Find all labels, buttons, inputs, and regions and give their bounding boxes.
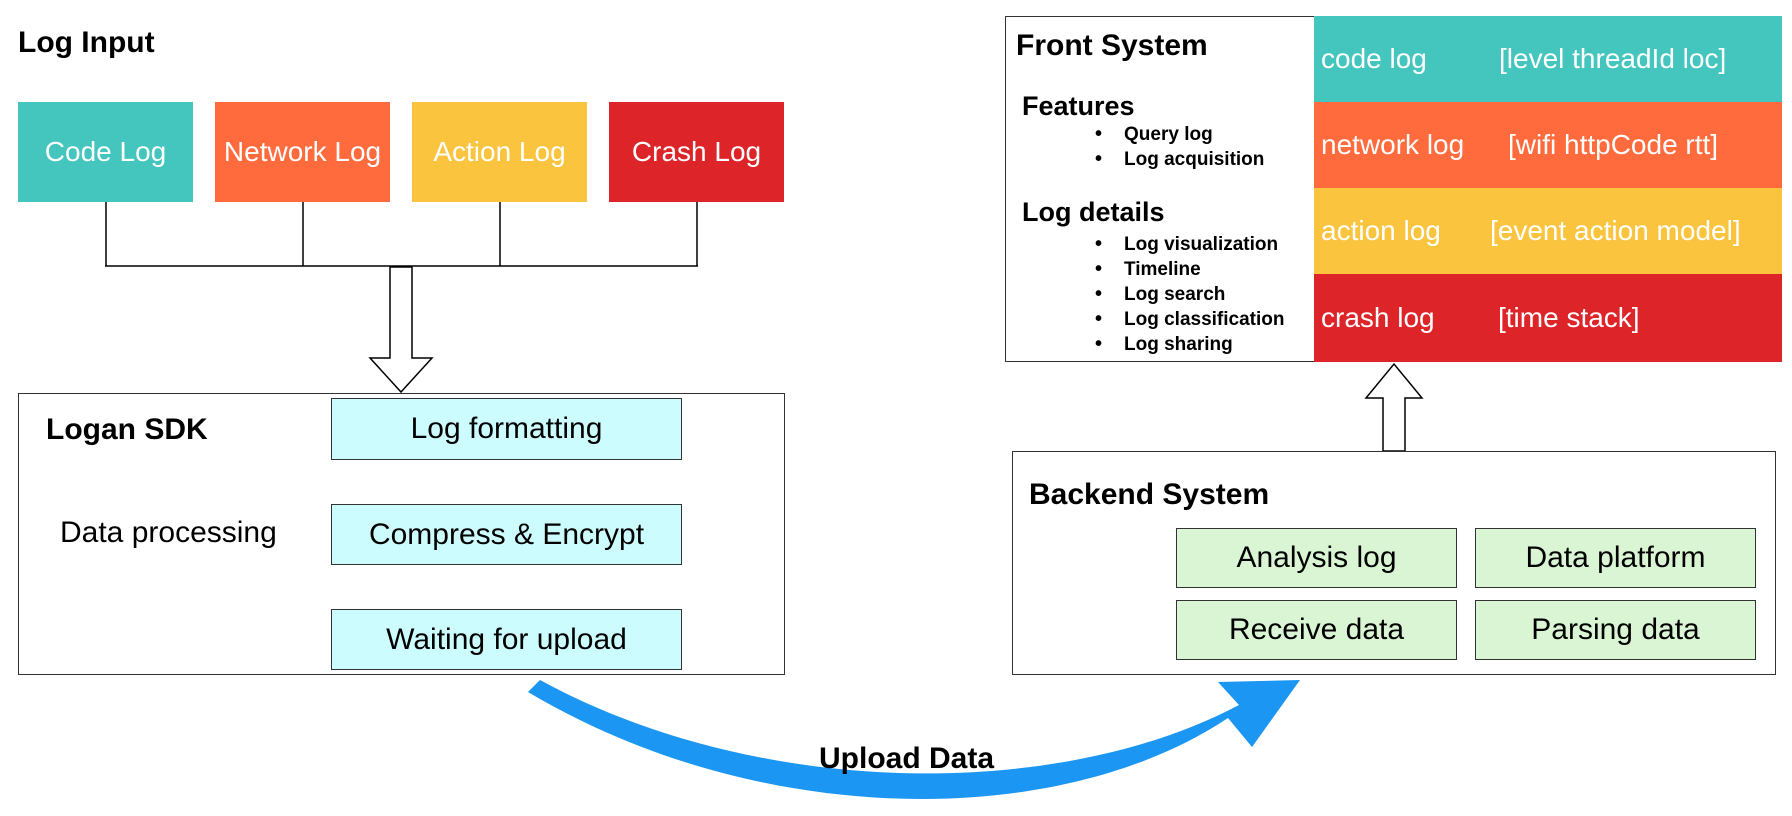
compress-encrypt-step: Compress & Encrypt xyxy=(331,504,682,565)
list-item: Log search xyxy=(1088,282,1284,307)
action-log-type: action log xyxy=(1321,215,1441,246)
data-processing-label: Data processing xyxy=(60,516,277,549)
receive-data-label: Receive data xyxy=(1228,613,1405,646)
network-log-fields: [wifi httpCode rtt] xyxy=(1508,129,1719,160)
crash-log-type: crash log xyxy=(1321,302,1435,333)
list-item: Log sharing xyxy=(1088,332,1284,357)
log-details-list: Log visualization Timeline Log search Lo… xyxy=(1088,232,1284,357)
compress-encrypt-label: Compress & Encrypt xyxy=(368,517,645,551)
action-log-row: action log [event action model] xyxy=(1314,188,1782,274)
network-log-type: network log xyxy=(1321,129,1465,160)
log-details-heading: Log details xyxy=(1022,197,1165,227)
front-system-title: Front System xyxy=(1016,29,1208,62)
list-item: Log acquisition xyxy=(1088,147,1264,172)
list-item: Log visualization xyxy=(1088,232,1284,257)
receive-data-box: Receive data xyxy=(1176,600,1457,660)
data-platform-label: Data platform xyxy=(1525,541,1706,574)
upload-arrow xyxy=(528,680,1300,800)
network-log-row: network log [wifi httpCode rtt] xyxy=(1314,102,1782,188)
code-log-fields: [level threadId loc] xyxy=(1499,43,1727,74)
upload-data-label: Upload Data xyxy=(819,742,995,775)
hollow-up-arrow xyxy=(1364,362,1424,452)
waiting-upload-label: Waiting for upload xyxy=(386,622,627,656)
log-formatting-step: Log formatting xyxy=(331,398,682,460)
code-log-box: Code Log xyxy=(18,102,193,202)
log-formatting-label: Log formatting xyxy=(410,412,603,445)
network-log-box: Network Log xyxy=(215,102,390,202)
action-log-box: Action Log xyxy=(412,102,587,202)
list-item: Timeline xyxy=(1088,257,1284,282)
log-input-title: Log Input xyxy=(18,26,155,59)
crash-log-box: Crash Log xyxy=(609,102,784,202)
network-log-label: Network Log xyxy=(223,136,382,167)
code-log-label: Code Log xyxy=(44,136,167,167)
action-log-fields: [event action model] xyxy=(1490,215,1741,246)
parsing-data-box: Parsing data xyxy=(1475,600,1756,660)
parsing-data-label: Parsing data xyxy=(1531,613,1700,646)
analysis-log-label: Analysis log xyxy=(1236,541,1397,574)
code-log-row: code log [level threadId loc] xyxy=(1314,16,1782,102)
logan-sdk-title: Logan SDK xyxy=(46,413,208,446)
features-list: Query log Log acquisition xyxy=(1088,122,1264,172)
action-log-label: Action Log xyxy=(433,136,566,167)
waiting-upload-step: Waiting for upload xyxy=(331,609,682,670)
code-log-type: code log xyxy=(1321,43,1427,74)
backend-system-title: Backend System xyxy=(1029,478,1270,511)
data-platform-box: Data platform xyxy=(1475,528,1756,588)
features-heading: Features xyxy=(1022,91,1135,121)
crash-log-label: Crash Log xyxy=(631,136,762,167)
list-item: Log classification xyxy=(1088,307,1284,332)
analysis-log-box: Analysis log xyxy=(1176,528,1457,588)
hollow-down-arrow xyxy=(368,266,434,394)
list-item: Query log xyxy=(1088,122,1264,147)
crash-log-fields: [time stack] xyxy=(1498,302,1640,333)
crash-log-row: crash log [time stack] xyxy=(1314,274,1782,362)
